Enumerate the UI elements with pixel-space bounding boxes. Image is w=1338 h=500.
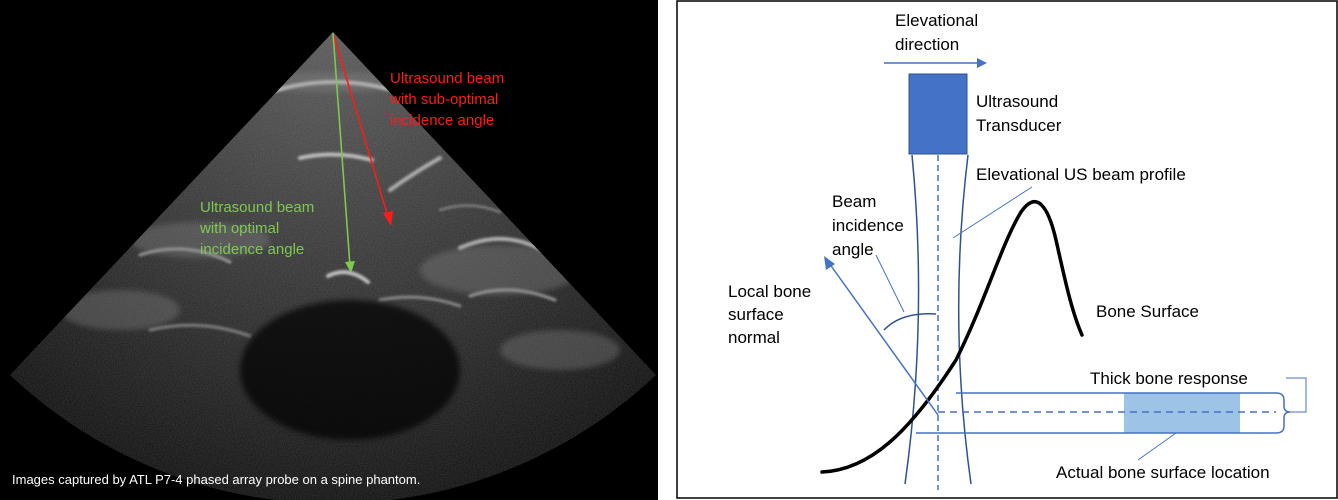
suboptimal-beam-label: Ultrasound beam with sub-optimal inciden… [389, 70, 508, 129]
actual-location-label: Actual bone surface location [1056, 463, 1270, 482]
ultrasound-image-panel: Ultrasound beam with sub-optimal inciden… [0, 0, 658, 500]
beam-profile-label: Elevational US beam profile [976, 165, 1186, 184]
thick-response-band [1124, 393, 1240, 433]
ultrasound-image: Ultrasound beam with sub-optimal inciden… [0, 0, 658, 500]
beam-schematic: Elevational direction Ultrasound Transdu… [676, 0, 1338, 500]
bone-surface-label: Bone Surface [1096, 302, 1199, 321]
ultrasound-transducer [909, 74, 967, 154]
thick-response-label: Thick bone response [1090, 369, 1248, 388]
beam-schematic-panel: Elevational direction Ultrasound Transdu… [676, 0, 1338, 500]
image-caption: Images captured by ATL P7-4 phased array… [12, 472, 420, 487]
